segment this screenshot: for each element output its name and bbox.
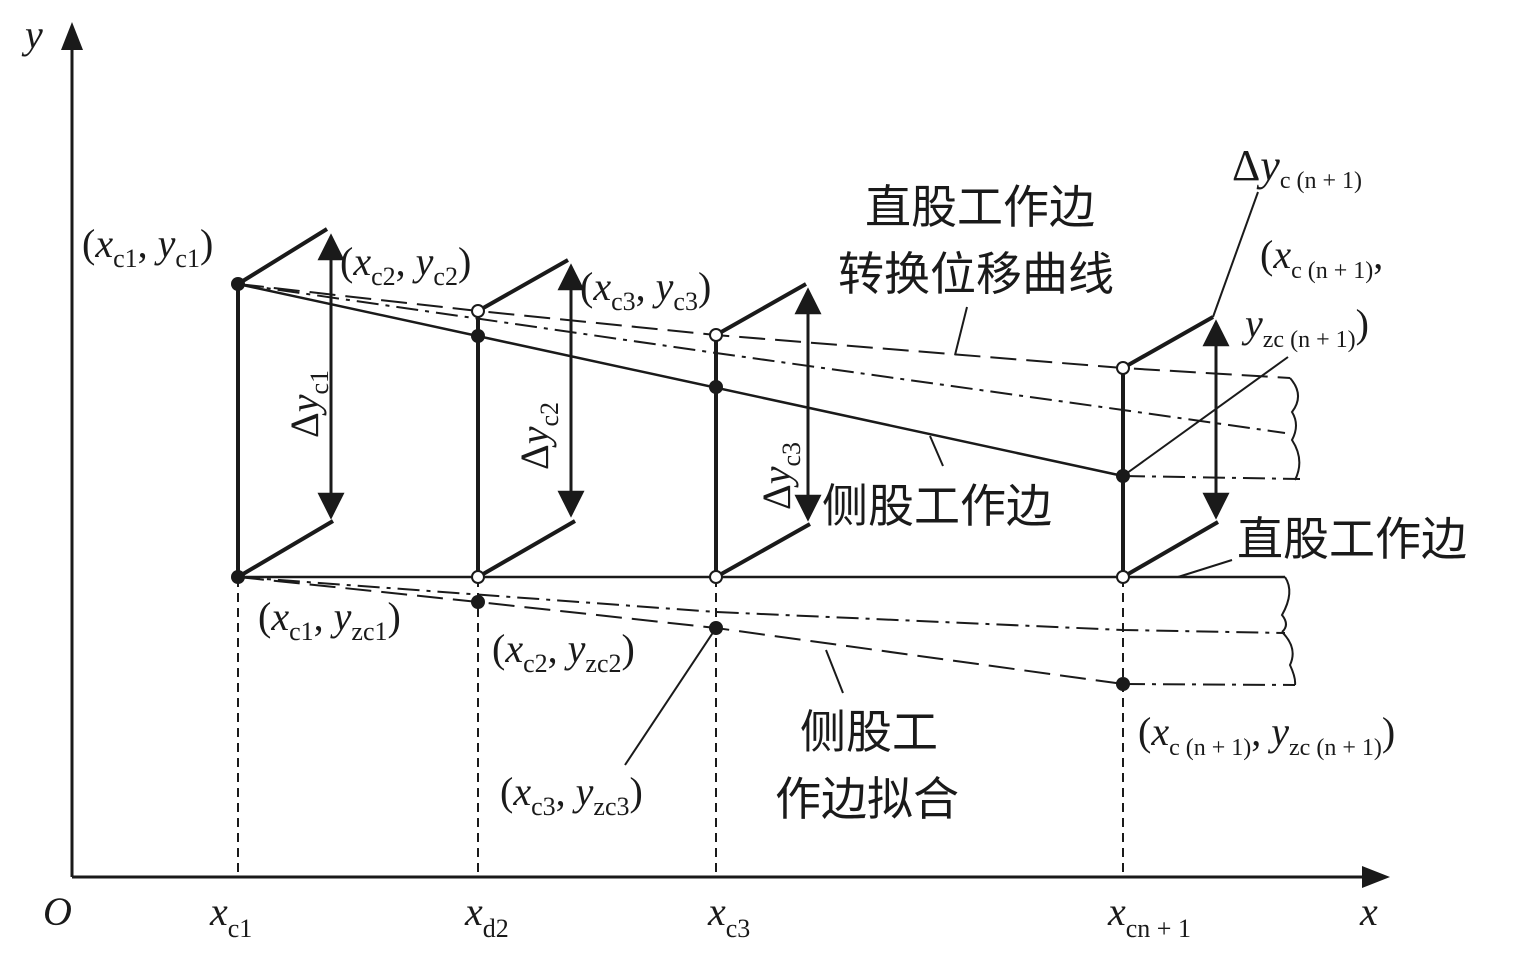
label-side-fit-1: 侧股工	[800, 705, 938, 759]
point-label-cn-lower: (xc (n + 1), yzc (n + 1))	[1138, 709, 1395, 761]
y-axis-label: y	[21, 12, 43, 57]
tick-label-xcn1: xcn + 1	[1107, 889, 1191, 943]
point-open-cn-top	[1116, 361, 1130, 375]
point-filled-c2-mid	[471, 329, 485, 343]
upper-break	[1289, 377, 1301, 481]
delta-label-c2: Δyc2	[512, 402, 564, 470]
point-label-cn-upper-line2: yzc (n + 1))	[1241, 301, 1369, 353]
label-straight-edge: 直股工作边	[1237, 512, 1467, 566]
x-tick-labels: xc1 xd2 xc3 xcn + 1	[209, 889, 1191, 943]
side-edge-leader	[929, 435, 944, 467]
side-edge-line	[237, 282, 1124, 478]
lower-break	[1281, 631, 1297, 686]
lower-dash-dot-curve	[237, 576, 1286, 634]
point-filled-cn-lower	[1116, 677, 1130, 691]
delta-label-c3: Δyc3	[754, 442, 806, 510]
fit-label-leader	[825, 649, 844, 694]
origin-label: O	[43, 889, 72, 934]
upper-dash-dot-curve	[237, 283, 1286, 434]
point-open-c3-top	[709, 328, 723, 342]
lower-dash-dot-tail	[1122, 683, 1296, 686]
axes: O x y	[21, 12, 1390, 934]
point-label-c2-lower: (xc2, yzc2)	[492, 626, 635, 678]
point-filled-c1-top	[231, 277, 245, 291]
point-filled-c3-mid	[709, 380, 723, 394]
point-filled-cn-mid	[1116, 469, 1130, 483]
point-filled-c2-lower	[471, 595, 485, 609]
upper-point-labels: (xc1, yc1) (xc2, yc2) (xc3, yc3) (xc (n …	[82, 221, 1383, 353]
point-label-c1-lower: (xc1, yzc1)	[258, 594, 401, 646]
point-open-c2-top	[471, 304, 485, 318]
x-axis-arrow-icon	[1362, 866, 1390, 888]
frame-4	[1121, 315, 1220, 581]
chinese-labels: 直股工作边 转换位移曲线 侧股工作边 直股工作边 侧股工 作边拟合	[775, 180, 1467, 826]
point-label-cn-upper-line1: (xc (n + 1),	[1260, 232, 1383, 284]
delta-arrows	[317, 191, 1259, 522]
points	[231, 277, 1130, 691]
straight-edge-break	[1280, 576, 1291, 633]
side-working-edge	[237, 282, 1124, 478]
x-axis-label: x	[1359, 889, 1378, 934]
point-label-c3-upper: (xc3, yc3)	[580, 264, 711, 316]
label-side-edge: 侧股工作边	[822, 479, 1052, 533]
point-open-c3-bottom	[709, 570, 723, 584]
straight-working-edge	[238, 559, 1291, 633]
point-filled-c3-lower	[709, 621, 723, 635]
point-filled-c1-bottom	[231, 570, 245, 584]
point-open-cn-bottom	[1116, 570, 1130, 584]
point-label-c3-lower: (xc3, yzc3)	[500, 769, 643, 821]
tick-label-xc3: xc3	[707, 889, 750, 943]
label-straight-curve-2: 转换位移曲线	[838, 247, 1114, 301]
point-open-c2-bottom	[471, 570, 485, 584]
point-n-upper-leader	[1122, 356, 1289, 477]
point-label-c1-upper: (xc1, yc1)	[82, 221, 213, 273]
frame-3	[714, 282, 811, 581]
lower-curves	[237, 356, 1297, 766]
tick-label-xc1: xc1	[209, 889, 252, 943]
label-side-fit-2: 作边拟合	[775, 772, 959, 826]
point-3-lower-leader	[624, 627, 717, 766]
straight-edge-leader	[1177, 559, 1233, 578]
lower-point-labels: (xc1, yzc1) (xc2, yzc2) (xc3, yzc3) (xc …	[258, 594, 1395, 821]
delta-label-c1: Δyc1	[282, 370, 334, 438]
delta-labels: Δyc1 Δyc2 Δyc3 Δyc (n + 1)	[282, 141, 1362, 510]
delta-arrow-4-leader	[1212, 191, 1259, 318]
upper-dash-dot-tail	[1122, 475, 1301, 480]
curve-label-leader	[954, 306, 968, 356]
delta-label-cn1: Δyc (n + 1)	[1232, 141, 1362, 194]
y-axis-arrow-icon	[61, 22, 83, 50]
upper-curves	[237, 283, 1301, 481]
label-straight-curve-1: 直股工作边	[865, 180, 1095, 234]
point-label-c2-upper: (xc2, yc2)	[340, 239, 471, 291]
lower-dash-curve	[237, 576, 1124, 685]
tick-label-xd2: xd2	[464, 889, 509, 943]
